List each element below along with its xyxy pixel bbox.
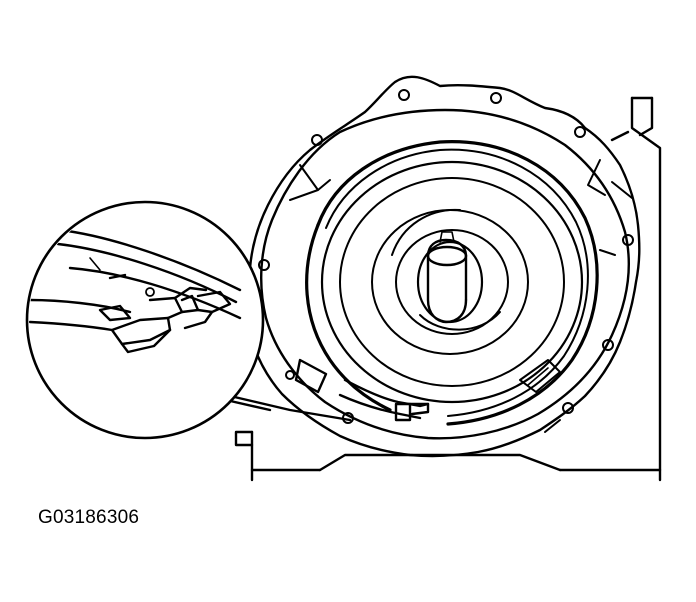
band-anchor [294,358,561,422]
callout-leader [224,393,352,422]
flange-inner-edge [260,108,630,440]
housing-edge [610,96,662,482]
input-shaft [416,231,484,324]
clutch-drum [320,160,584,404]
bolt-holes [258,89,634,424]
figure-code: G03186306 [38,507,140,528]
case-flange [244,75,641,458]
detail-callout [25,200,265,440]
brake-band [305,140,599,426]
flange-ribs [289,159,633,433]
